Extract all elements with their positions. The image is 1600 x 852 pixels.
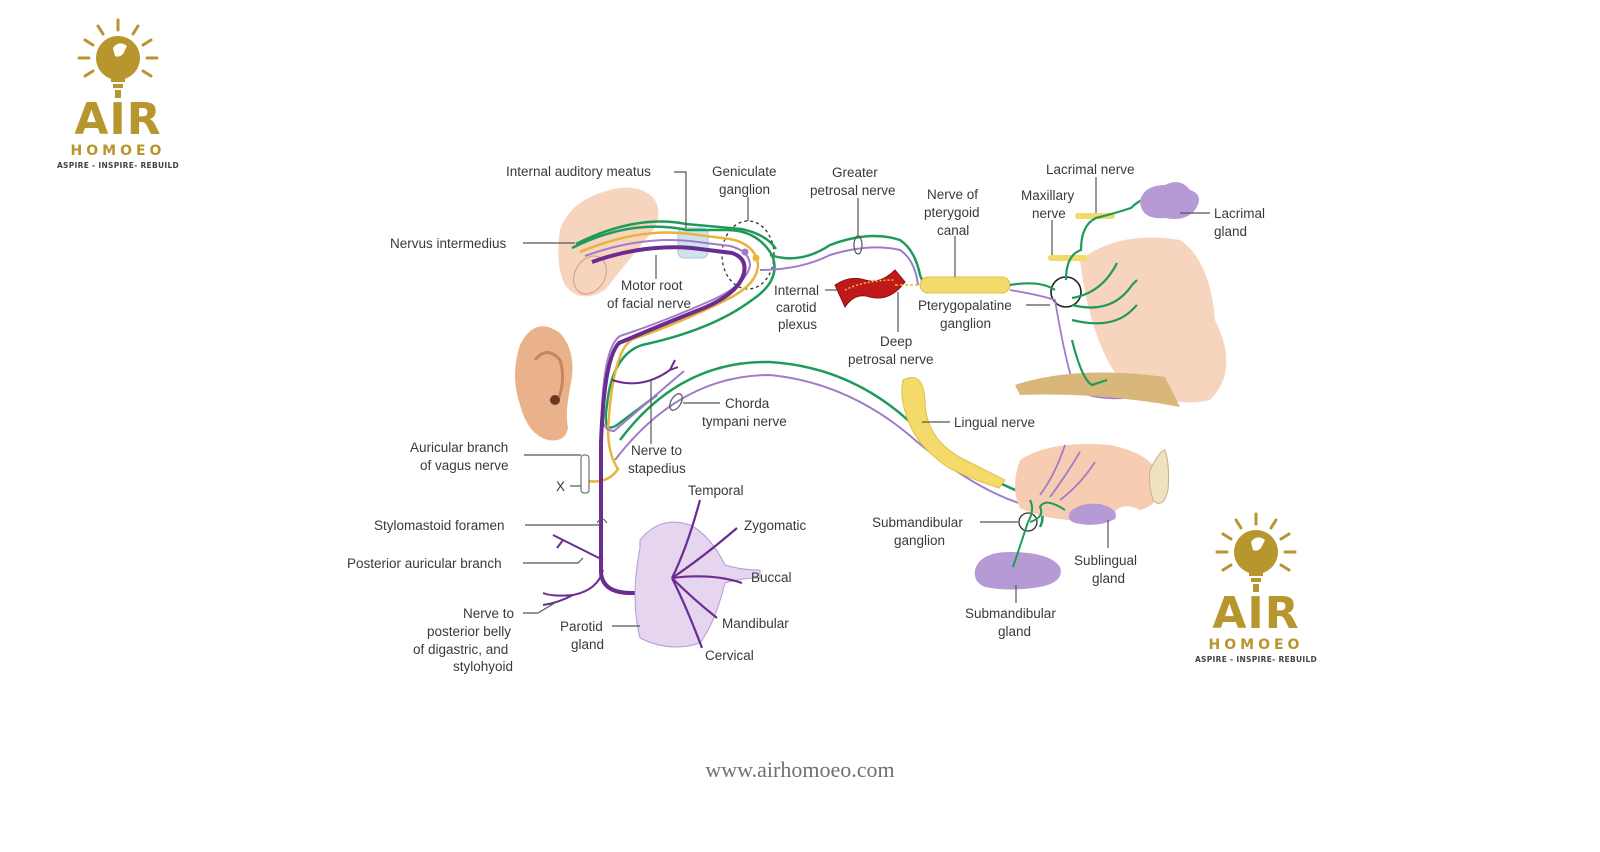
submandibular-gland bbox=[974, 552, 1061, 590]
label-nerve-of-pterygoid-canal-2: pterygoid bbox=[924, 205, 980, 220]
label-buccal-branch: Buccal bbox=[751, 570, 792, 585]
lightbulb-icon bbox=[77, 18, 159, 98]
label-x-vagus: X bbox=[556, 479, 565, 494]
air-homoeo-logo-bottom: AIR HOMOEO ASPIRE - INSPIRE- REBUILD bbox=[1186, 512, 1326, 666]
label-maxillary-nerve-2: nerve bbox=[1032, 206, 1066, 221]
label-internal-auditory-meatus: Internal auditory meatus bbox=[506, 164, 651, 179]
nerve-yellow-main bbox=[579, 231, 760, 483]
label-submandibular-ganglion: Submandibular bbox=[872, 515, 963, 530]
logo-tagline: ASPIRE - INSPIRE- REBUILD bbox=[1194, 655, 1318, 664]
label-submandibular-gland: Submandibular bbox=[965, 606, 1056, 621]
website-url: www.airhomoeo.com bbox=[705, 757, 895, 782]
facial-nerve-branches bbox=[671, 499, 743, 649]
internal-carotid-artery bbox=[834, 269, 906, 309]
geniculate-ganglion-cell-purple bbox=[741, 248, 749, 256]
lacrimal-gland bbox=[1140, 181, 1199, 219]
vagus-x-marker-box bbox=[580, 454, 590, 494]
nerve-of-pterygoid-canal bbox=[919, 276, 1011, 294]
label-deep-petrosal-nerve-2: petrosal nerve bbox=[848, 352, 934, 367]
nerve-purple-motor bbox=[591, 245, 747, 595]
sublingual-gland bbox=[1068, 503, 1116, 525]
lacrimal-nerve-bar bbox=[1075, 213, 1115, 219]
greater-petrosal-nerve-purple bbox=[759, 246, 919, 286]
label-internal-carotid-plexus-2: carotid bbox=[776, 300, 817, 315]
label-mandibular-branch: Mandibular bbox=[722, 616, 789, 631]
label-parotid-gland: Parotid bbox=[560, 619, 603, 634]
label-maxillary-nerve: Maxillary bbox=[1021, 188, 1075, 203]
label-greater-petrosal-nerve-2: petrosal nerve bbox=[810, 183, 896, 198]
maxillary-nerve-bar bbox=[1048, 255, 1088, 261]
label-lacrimal-gland: Lacrimal bbox=[1214, 206, 1265, 221]
label-submandibular-ganglion-2: ganglion bbox=[894, 533, 945, 548]
label-lacrimal-gland-2: gland bbox=[1214, 224, 1247, 239]
label-stylomastoid-foramen: Stylomastoid foramen bbox=[374, 518, 505, 533]
ear bbox=[515, 326, 573, 441]
label-lacrimal-nerve: Lacrimal nerve bbox=[1046, 162, 1135, 177]
label-geniculate-ganglion: Geniculate bbox=[712, 164, 777, 179]
nerve-green-main bbox=[571, 225, 776, 429]
label-motor-root-2: of facial nerve bbox=[607, 296, 691, 311]
label-chorda-tympani-nerve: Chorda bbox=[725, 396, 770, 411]
logo-name: HOMOEO bbox=[70, 143, 166, 159]
leader-lines bbox=[523, 171, 1210, 627]
palate-bone bbox=[1015, 372, 1180, 407]
label-auricular-branch-vagus: Auricular branch bbox=[410, 440, 508, 455]
label-chorda-tympani-nerve-2: tympani nerve bbox=[702, 414, 787, 429]
logo-name: HOMOEO bbox=[1208, 637, 1304, 653]
logo-brand: AIR bbox=[1212, 588, 1300, 639]
label-nerve-to-stapedius-2: stapedius bbox=[628, 461, 686, 476]
label-nervus-intermedius: Nervus intermedius bbox=[390, 236, 507, 251]
label-geniculate-ganglion-2: ganglion bbox=[719, 182, 770, 197]
lingual-nerve bbox=[901, 377, 1006, 489]
nerve-to-stapedius bbox=[611, 359, 679, 385]
ear-inner bbox=[533, 351, 565, 401]
label-pterygopalatine-ganglion-2: ganglion bbox=[940, 316, 991, 331]
face-profile bbox=[1080, 237, 1227, 403]
label-nerve-to-stapedius: Nerve to bbox=[631, 443, 682, 458]
label-cervical-branch: Cervical bbox=[705, 648, 754, 663]
label-nerve-of-pterygoid-canal: Nerve of bbox=[927, 187, 978, 202]
label-nerve-of-pterygoid-canal-3: canal bbox=[937, 223, 969, 238]
label-zygomatic-branch: Zygomatic bbox=[744, 518, 807, 533]
logo-tagline: ASPIRE - INSPIRE- REBUILD bbox=[56, 161, 180, 170]
label-nerve-to-digastric-3: of digastric, and bbox=[413, 642, 508, 657]
label-sublingual-gland-2: gland bbox=[1092, 571, 1125, 586]
label-deep-petrosal-nerve: Deep bbox=[880, 334, 912, 349]
logo-brand: AIR bbox=[74, 94, 162, 145]
tooth bbox=[1148, 449, 1170, 504]
label-parotid-gland-2: gland bbox=[571, 637, 604, 652]
label-submandibular-gland-2: gland bbox=[998, 624, 1031, 639]
label-nerve-to-digastric: Nerve to bbox=[463, 606, 514, 621]
submandibular-ganglion bbox=[1018, 512, 1038, 532]
label-motor-root: Motor root bbox=[621, 278, 683, 293]
tongue bbox=[1015, 444, 1160, 521]
label-sublingual-gland: Sublingual bbox=[1074, 553, 1137, 568]
label-lingual-nerve: Lingual nerve bbox=[954, 415, 1035, 430]
label-pterygopalatine-ganglion: Pterygopalatine bbox=[918, 298, 1012, 313]
label-nerve-to-digastric-4: stylohyoid bbox=[453, 659, 513, 674]
label-auricular-branch-vagus-2: of vagus nerve bbox=[420, 458, 509, 473]
label-nerve-to-digastric-2: posterior belly bbox=[427, 624, 511, 639]
chorda-tympani-nerve-green bbox=[619, 360, 1044, 528]
air-homoeo-logo-top: AIR HOMOEO ASPIRE - INSPIRE- REBUILD bbox=[48, 18, 188, 172]
label-greater-petrosal-nerve: Greater bbox=[832, 165, 878, 180]
label-temporal-branch: Temporal bbox=[688, 483, 744, 498]
label-internal-carotid-plexus: Internal bbox=[774, 283, 819, 298]
lightbulb-icon bbox=[1215, 512, 1297, 592]
label-posterior-auricular-branch: Posterior auricular branch bbox=[347, 556, 502, 571]
label-internal-carotid-plexus-3: plexus bbox=[778, 317, 817, 332]
